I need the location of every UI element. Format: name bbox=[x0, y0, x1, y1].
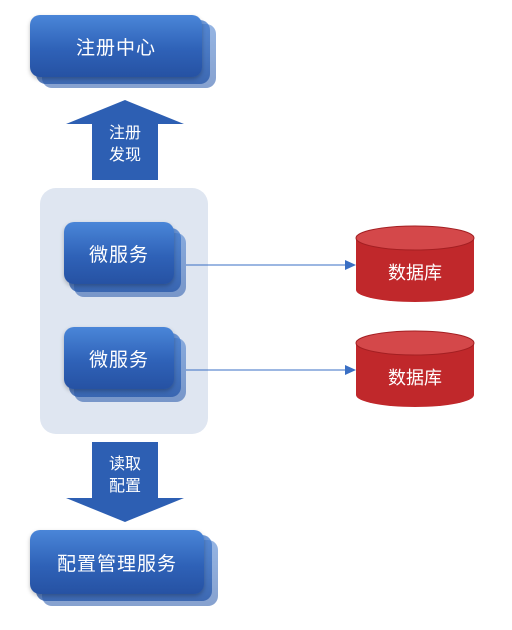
config-service-label: 配置管理服务 bbox=[56, 552, 177, 575]
config-text: 配置 bbox=[108, 476, 141, 495]
connector-service-1-db-1 bbox=[186, 260, 356, 270]
register-text: 注册 bbox=[108, 123, 141, 142]
register-discover-arrow bbox=[66, 100, 184, 180]
database-cylinder-2 bbox=[355, 330, 475, 407]
registry-center-label: 注册中心 bbox=[75, 36, 156, 59]
discover-text: 发现 bbox=[108, 145, 141, 164]
microservice-label-2: 微服务 bbox=[88, 348, 149, 371]
microservice-box-1[interactable]: 微服务 bbox=[64, 222, 174, 284]
database-label-1: 数据库 bbox=[388, 263, 442, 284]
database-cylinder-1 bbox=[355, 225, 475, 302]
read-config-arrow bbox=[66, 442, 184, 522]
connector-service-2-db-2 bbox=[186, 365, 356, 375]
registry-center-box[interactable]: 注册中心 bbox=[30, 15, 202, 77]
database-label-2: 数据库 bbox=[388, 368, 442, 389]
config-service-box[interactable]: 配置管理服务 bbox=[30, 530, 204, 594]
read-text: 读取 bbox=[108, 454, 141, 473]
microservice-label-1: 微服务 bbox=[88, 243, 149, 266]
register-discover-text: 注册 发现 bbox=[95, 122, 155, 166]
microservice-box-2[interactable]: 微服务 bbox=[64, 327, 174, 389]
read-config-text: 读取 配置 bbox=[95, 453, 155, 497]
